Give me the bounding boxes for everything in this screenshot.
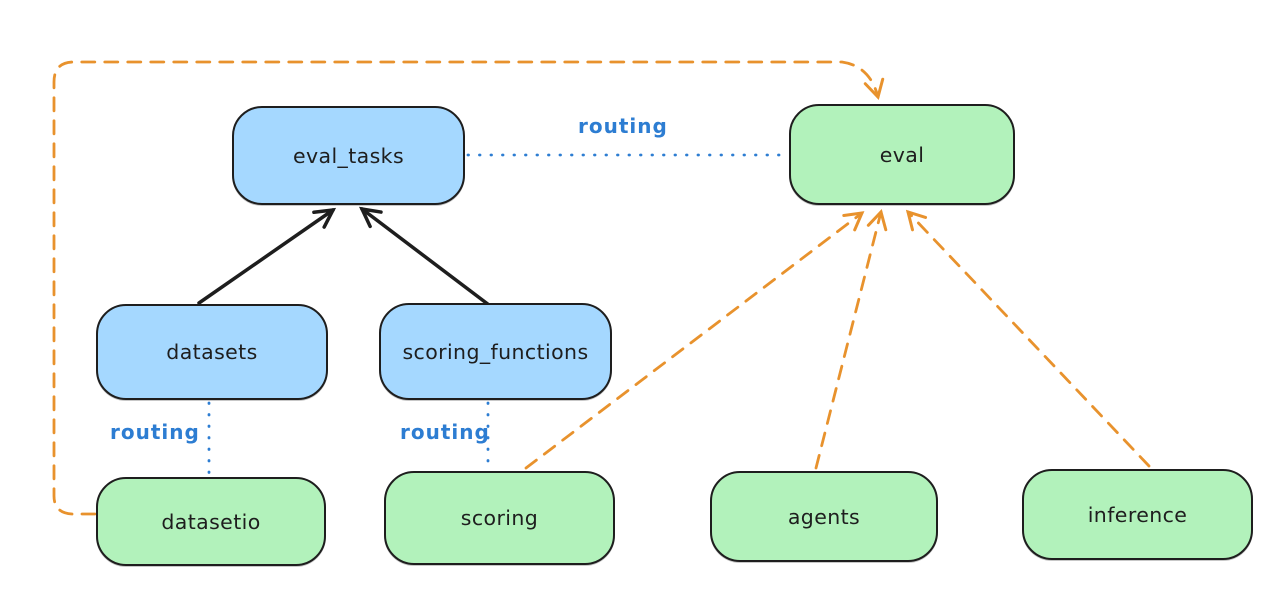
- node-scoring-functions-label: scoring_functions: [402, 339, 589, 364]
- arrow-datasets-to-eval-tasks: [197, 207, 337, 305]
- node-eval-label: eval: [879, 142, 925, 167]
- edge-label-routing-eval-tasks-eval: routing: [578, 114, 668, 138]
- node-inference: inference: [1022, 469, 1253, 560]
- node-agents-label: agents: [787, 504, 861, 529]
- arrow-agents-to-eval: [814, 209, 888, 470]
- node-datasetio: datasetio: [96, 477, 326, 566]
- node-scoring-label: scoring: [460, 506, 539, 530]
- node-datasets-label: datasets: [166, 340, 258, 364]
- node-datasets: datasets: [96, 304, 328, 400]
- node-eval-tasks: eval_tasks: [232, 106, 465, 205]
- arrow-scoring-functions-to-eval-tasks: [359, 206, 491, 307]
- node-eval-tasks-label: eval_tasks: [292, 143, 405, 168]
- arrow-inference-to-eval: [905, 209, 1151, 468]
- node-scoring-functions: scoring_functions: [379, 303, 612, 400]
- node-inference-label: inference: [1087, 502, 1188, 527]
- node-datasetio-label: datasetio: [161, 509, 261, 534]
- node-scoring: scoring: [384, 471, 615, 565]
- edge-label-routing-datasets-datasetio: routing: [110, 420, 200, 444]
- node-eval: eval: [789, 104, 1015, 205]
- edge-label-routing-scoring-functions-scoring: routing: [400, 420, 490, 444]
- arrow-datasetio-to-eval: [52, 60, 885, 516]
- node-agents: agents: [710, 471, 938, 562]
